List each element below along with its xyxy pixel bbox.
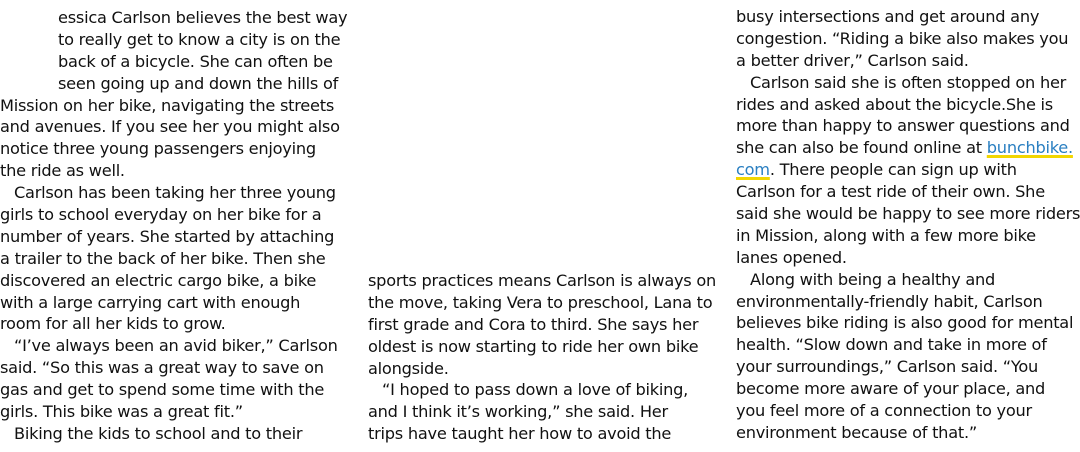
text-line: seen going up and down the hills of: [58, 73, 339, 93]
text-line: “I’ve always been an avid biker,” Carlso…: [14, 336, 338, 356]
text-line: trips have taught her how to avoid the: [368, 424, 672, 444]
text-line: environmentally-friendly habit, Carlson: [736, 291, 1043, 311]
text-line: number of years. She started by attachin…: [0, 226, 335, 246]
text-line: she can also be found online at bunchbik…: [736, 137, 1080, 159]
text-line: first grade and Cora to third. She says …: [368, 314, 699, 334]
text-line: lanes opened.: [736, 247, 847, 267]
text-line: congestion. “Riding a bike also makes yo…: [736, 28, 1069, 48]
website-link-continued[interactable]: com: [736, 160, 770, 180]
text-line: in Mission, along with a few more bike: [736, 225, 1036, 245]
text-line: “I hoped to pass down a love of biking,: [382, 380, 689, 400]
text-line: girls to school everyday on her bike for…: [0, 205, 322, 225]
text-line: said she would be happy to see more ride…: [736, 204, 1080, 224]
text-line: com. There people can sign up with: [736, 159, 1080, 181]
text-line: the ride as well.: [0, 161, 125, 181]
text-line: said. “So this was a great way to save o…: [0, 358, 324, 378]
text-line: health. “Slow down and take in more of: [736, 335, 1047, 355]
text-line: Carlson for a test ride of their own. Sh…: [736, 182, 1045, 202]
text-line: a trailer to the back of her bike. Then …: [0, 248, 326, 268]
text-line: girls. This bike was a great fit.”: [0, 402, 243, 422]
text-line: sports practices means Carlson is always…: [368, 271, 717, 290]
article-column-2: sports practices means Carlson is always…: [368, 270, 723, 445]
text-line: alongside.: [368, 358, 449, 378]
text-segment: . There people can sign up with: [769, 160, 1017, 180]
text-line: essica Carlson believes the best way: [58, 8, 348, 27]
text-line: environment because of that.”: [736, 422, 977, 442]
text-line: and avenues. If you see her you might al…: [0, 117, 340, 137]
article-column-1: essica Carlson believes the best way to …: [0, 0, 350, 445]
text-line: Along with being a healthy and: [750, 269, 996, 289]
text-line: discovered an electric cargo bike, a bik…: [0, 270, 317, 290]
text-line: Carlson has been taking her three young: [14, 183, 336, 203]
text-line: oldest is now starting to ride her own b…: [368, 336, 699, 356]
text-line: become more aware of your place, and: [736, 379, 1046, 399]
text-line: a better driver,” Carlson said.: [736, 50, 969, 70]
text-line: notice three young passengers enjoying: [0, 139, 316, 159]
text-line: rides and asked about the bicycle.She is: [736, 94, 1053, 114]
text-line: with a large carrying cart with enough: [0, 292, 301, 312]
text-line: your surroundings,” Carlson said. “You: [736, 357, 1039, 377]
text-line: believes bike riding is also good for me…: [736, 313, 1074, 333]
text-line: to really get to know a city is on the: [58, 29, 341, 49]
article-column-3: busy intersections and get around any co…: [736, 0, 1080, 444]
text-line: Biking the kids to school and to their: [14, 423, 303, 443]
text-line: Mission on her bike, navigating the stre…: [0, 95, 335, 115]
text-line: and I think it’s working,” she said. Her: [368, 402, 668, 422]
text-line: Carlson said she is often stopped on her: [750, 72, 1067, 92]
text-line: busy intersections and get around any: [736, 7, 1040, 26]
text-line: back of a bicycle. She can often be: [58, 51, 333, 71]
text-line: the move, taking Vera to preschool, Lana…: [368, 292, 713, 312]
website-link[interactable]: bunchbike.: [986, 138, 1073, 158]
text-line: room for all her kids to grow.: [0, 314, 226, 334]
text-segment: she can also be found online at: [736, 138, 987, 158]
text-line: you feel more of a connection to your: [736, 401, 1032, 421]
text-line: more than happy to answer questions and: [736, 116, 1070, 136]
text-line: gas and get to spend some time with the: [0, 380, 325, 400]
